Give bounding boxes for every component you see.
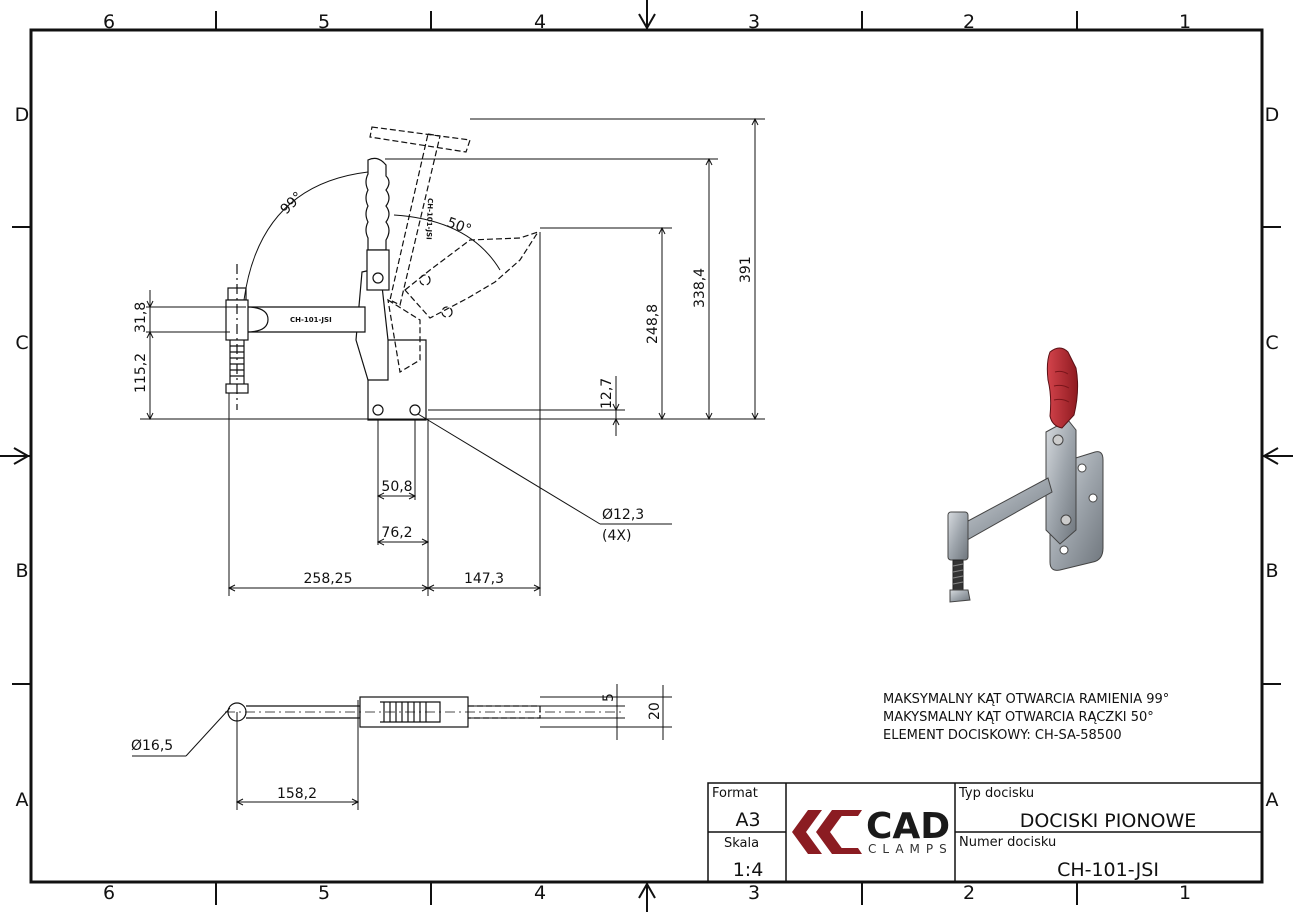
zone-labels-bottom: 6 5 4 3 2 1 [103, 882, 1191, 904]
zone-col-4-bottom: 4 [534, 882, 546, 904]
angle-99-label: 99° [278, 189, 307, 218]
zone-row-b-left: B [15, 560, 28, 582]
note-line-2: MAKYSMALNY KĄT OTWARCIA RĄCZKI 50° [883, 710, 1154, 725]
zone-col-2-bottom: 2 [963, 882, 975, 904]
number-label: Numer docisku [959, 835, 1056, 850]
zone-col-6-top: 6 [103, 11, 115, 33]
dim-5: 5 [601, 693, 617, 702]
zone-row-d-right: D [1265, 104, 1280, 126]
zone-row-c-left: C [15, 332, 28, 354]
handle-lever [366, 249, 390, 291]
base-hole [409, 404, 421, 416]
type-value: DOCISKI PIONOWE [1020, 810, 1197, 832]
dims-left [146, 290, 246, 421]
logo-text-cad: CAD [866, 806, 950, 847]
zone-row-c-right: C [1265, 332, 1278, 354]
zone-col-6-bottom: 6 [103, 882, 115, 904]
logo-text-clamps: CLAMPS [868, 842, 953, 856]
format-value: A3 [735, 809, 760, 831]
iso-handle [1046, 347, 1079, 429]
dim-31-8: 31,8 [133, 302, 149, 333]
zone-col-3-bottom: 3 [748, 882, 760, 904]
iso-spindle-pad [949, 589, 971, 603]
zone-col-2-top: 2 [963, 11, 975, 33]
arc-99 [243, 171, 369, 301]
zone-col-5-top: 5 [318, 11, 330, 33]
top-view [132, 684, 672, 810]
zone-labels-left: D C B A [15, 104, 30, 811]
arm-part-label-rotated: CH-101-JSI [425, 198, 434, 240]
title-block [707, 782, 1263, 883]
note-line-1: MAKSYMALNY KĄT OTWARCIA RAMIENIA 99° [883, 692, 1169, 707]
dim-248-8: 248,8 [645, 304, 661, 344]
dim-50-8: 50,8 [381, 479, 412, 495]
angle-50-label: 50° [445, 215, 474, 239]
dim-258-25: 258,25 [304, 571, 353, 587]
dim-12-7: 12,7 [599, 378, 615, 409]
company-logo: CAD CLAMPS [792, 806, 953, 856]
scale-label: Skala [724, 836, 759, 851]
arm-tip [245, 306, 269, 333]
type-label: Typ docisku [958, 786, 1034, 801]
zone-row-a-left: A [16, 789, 29, 811]
zone-row-b-right: B [1265, 560, 1278, 582]
zone-labels-top: 6 5 4 3 2 1 [103, 11, 1191, 33]
dim-338-4: 338,4 [692, 268, 708, 308]
dims-bottom [227, 232, 672, 596]
scale-value: 1:4 [733, 859, 764, 881]
zone-col-5-bottom: 5 [318, 882, 330, 904]
zone-row-d-left: D [15, 104, 30, 126]
iso-arm [954, 477, 1053, 545]
base-hole [372, 404, 384, 416]
zone-row-a-right: A [1266, 789, 1279, 811]
top-arm [246, 705, 361, 719]
notes: MAKSYMALNY KĄT OTWARCIA RAMIENIA 99° MAK… [883, 692, 1169, 743]
format-label: Format [712, 786, 758, 801]
side-view: CH-101-JSI CH-101-JSI 99° 50° [133, 117, 765, 596]
number-value: CH-101-JSI [1057, 859, 1159, 881]
zone-labels-right: D C B A [1265, 104, 1280, 811]
arm-part-label: CH-101-JSI [290, 316, 332, 324]
zone-col-4-top: 4 [534, 11, 546, 33]
open-positions [369, 126, 540, 373]
dim-158-2: 158,2 [277, 786, 317, 802]
isometric-view [947, 347, 1104, 603]
dim-16-5: Ø16,5 [131, 738, 173, 754]
dim-hole-diameter: Ø12,3 [602, 507, 644, 523]
zone-col-1-top: 1 [1179, 11, 1191, 33]
dim-115-2: 115,2 [133, 353, 149, 393]
dim-391: 391 [738, 256, 754, 283]
iso-spindle-head [947, 511, 969, 561]
dim-hole-quantity: (4X) [602, 528, 631, 544]
handle-pivot [372, 272, 384, 284]
arc-50 [393, 214, 501, 271]
dim-147-3: 147,3 [464, 571, 504, 587]
handle-closed [365, 157, 390, 251]
dim-20: 20 [647, 702, 663, 720]
note-line-3: ELEMENT DOCISKOWY: CH-SA-58500 [883, 728, 1122, 743]
zone-col-3-top: 3 [748, 11, 760, 33]
dims-right [385, 117, 765, 436]
logo-chevron-icon [792, 810, 846, 854]
zone-col-1-bottom: 1 [1179, 882, 1191, 904]
dim-76-2: 76,2 [381, 525, 412, 541]
